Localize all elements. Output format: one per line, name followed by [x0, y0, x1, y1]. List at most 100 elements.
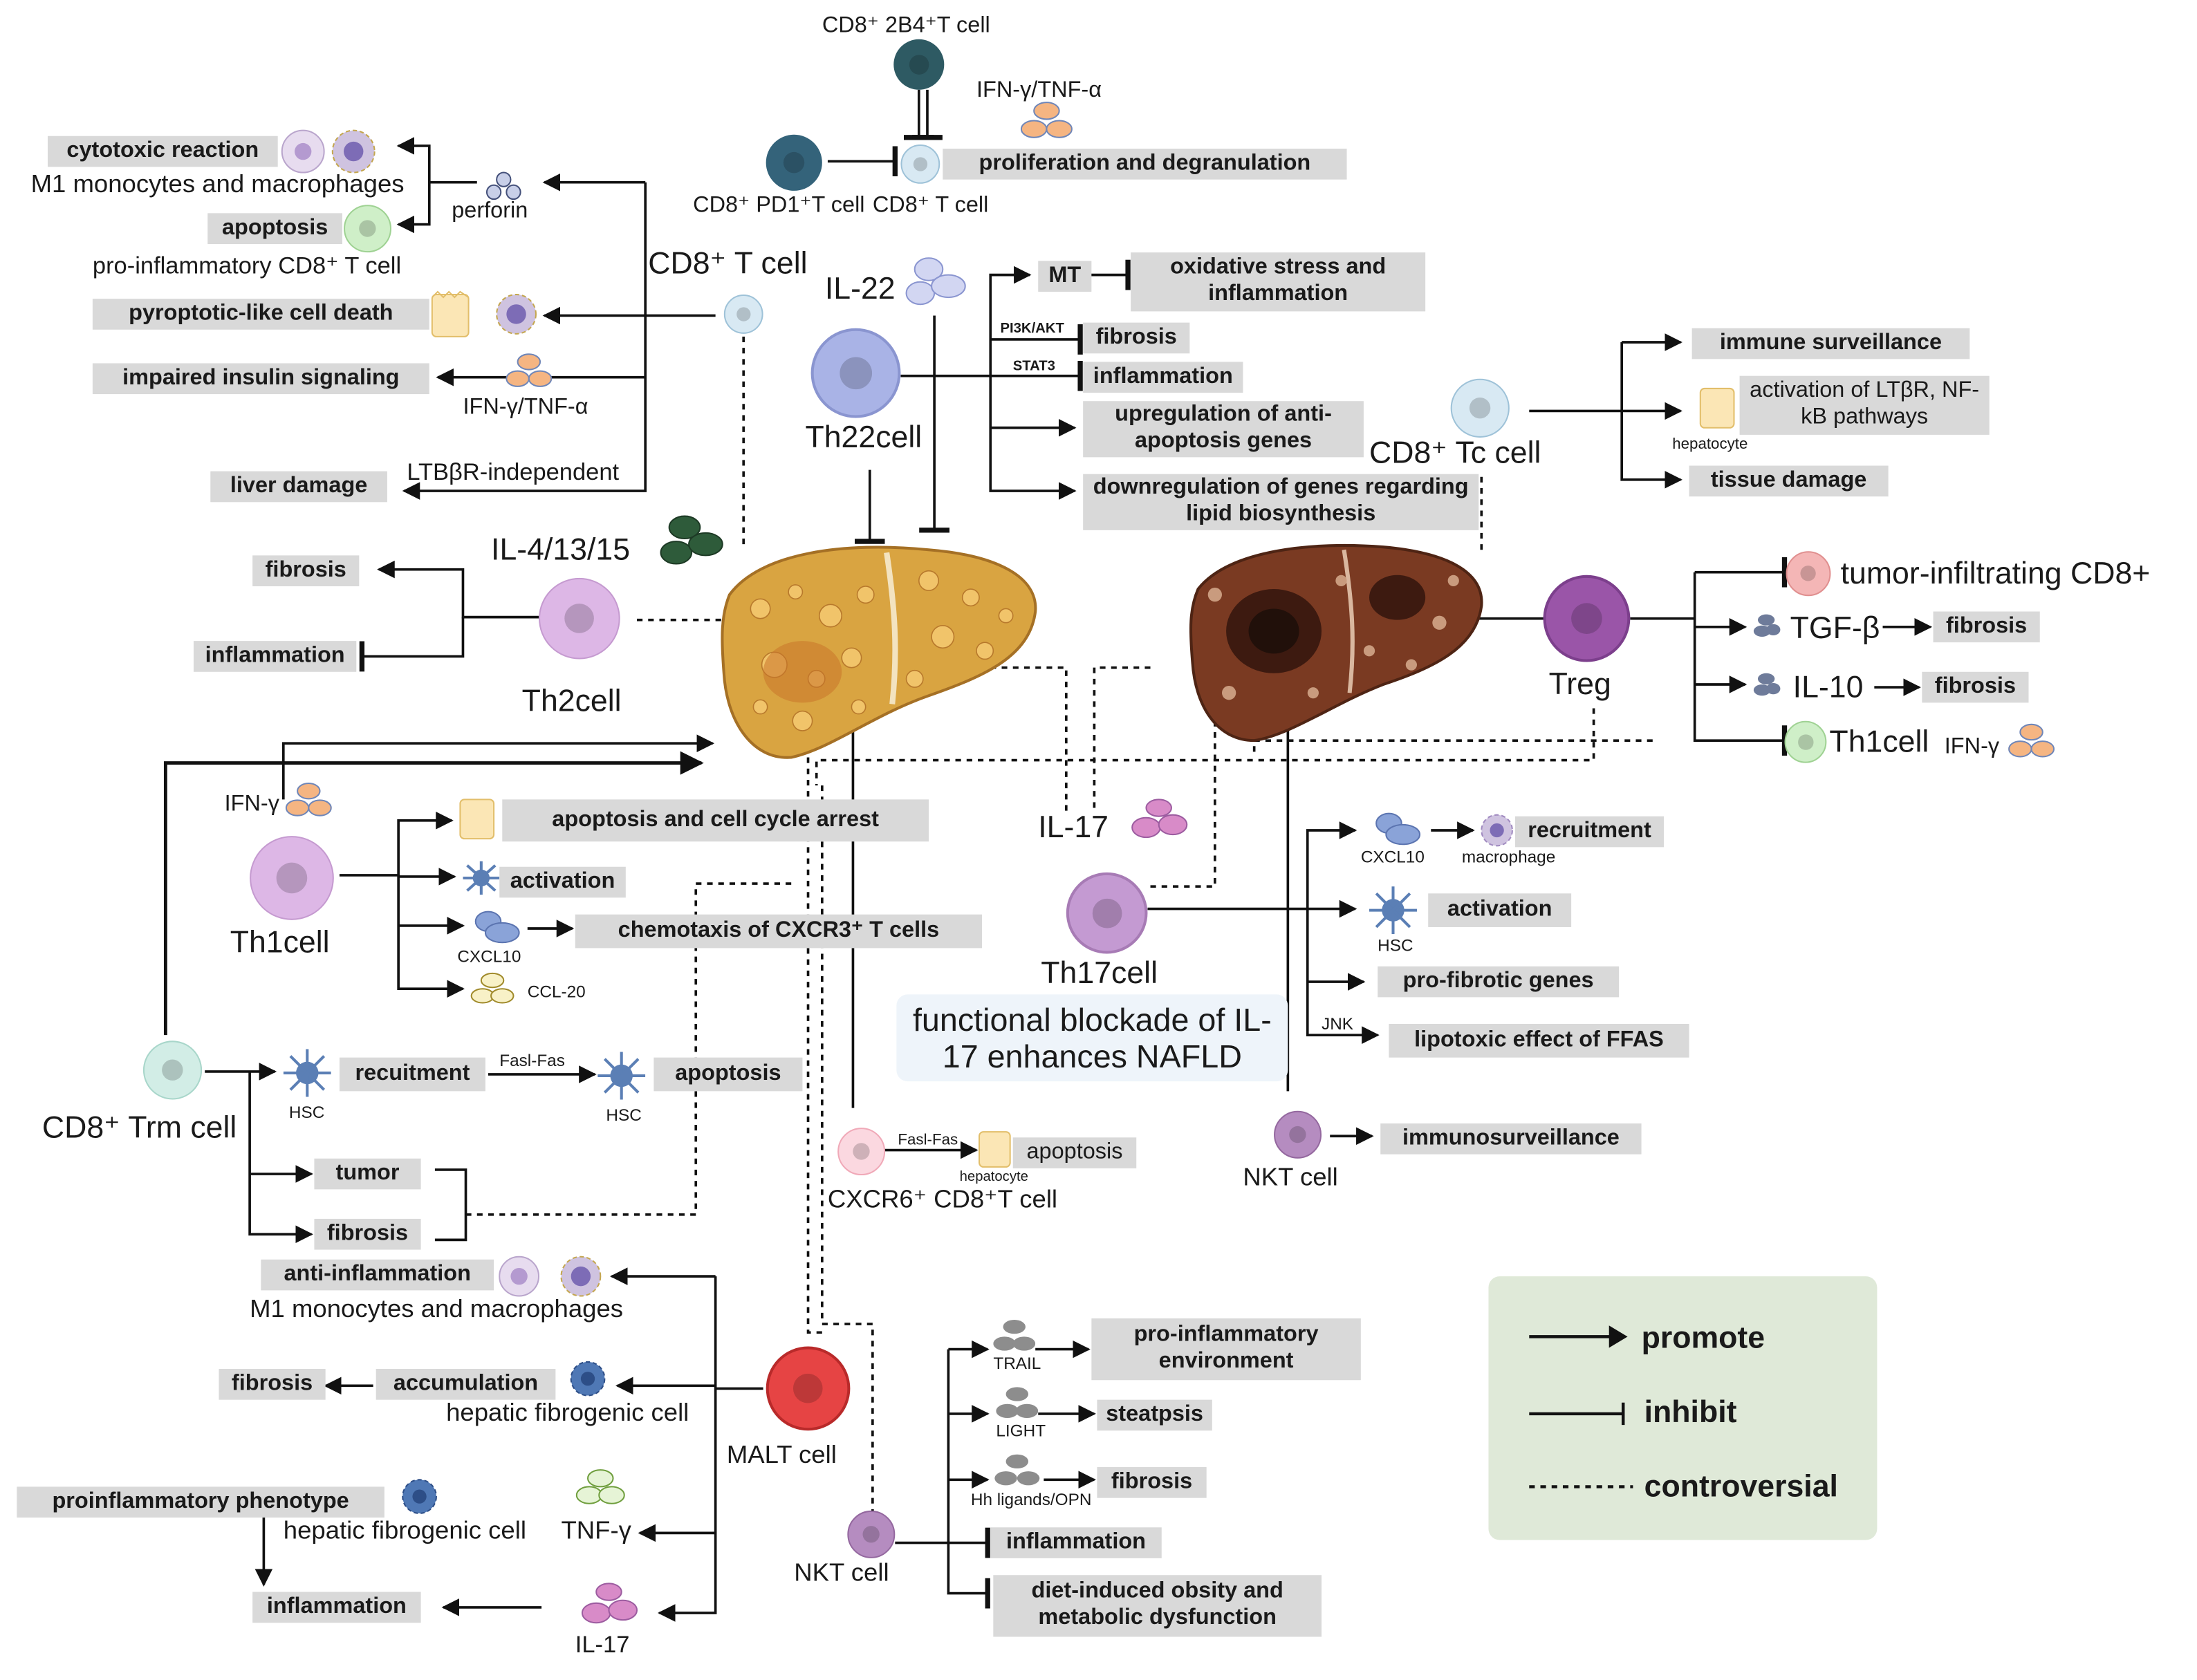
trail-icon: [993, 1320, 1036, 1351]
pro-inflammatory-cd8-icon: [344, 205, 392, 253]
label-cd8-tc: CD8⁺ Tc cell: [1369, 434, 1541, 470]
box-fibrosis-th2: fibrosis: [252, 555, 360, 586]
il-4-13-15-icon: [660, 515, 723, 565]
label-hsc-1: HSC: [288, 1102, 325, 1122]
label-hepatocyte-right: hepatocyte: [1672, 436, 1748, 454]
label-jnk: JNK: [1322, 1014, 1354, 1034]
th2-cell-icon: [539, 577, 620, 660]
label-ifn-tnf-top: IFN-γ/TNF-α: [976, 78, 1102, 103]
label-th17: Th17cell: [1041, 955, 1158, 991]
label-th1-left: Th1cell: [230, 924, 330, 960]
box-inflammation-th2: inflammation: [193, 641, 357, 672]
box-apoptosis-cycle: apoptosis and cell cycle arrest: [502, 799, 929, 842]
light-icon: [996, 1387, 1039, 1419]
box-pyroptotic: pyroptotic-like cell death: [92, 299, 429, 330]
box-upregulation: upregulation of anti-apoptosis genes: [1083, 401, 1364, 458]
il17-mid-icon: [1131, 799, 1188, 839]
box-immunosurveillance: immunosurveillance: [1380, 1123, 1642, 1155]
label-hsc-th17: HSC: [1378, 935, 1413, 955]
box-fibrosis-tgfb: fibrosis: [1933, 611, 2040, 643]
label-ifn-gamma-left: IFN-γ: [224, 792, 279, 816]
th22-cell-icon: [810, 328, 901, 418]
label-ccl20: CCL-20: [527, 982, 586, 1002]
label-cd8-t-cell: CD8⁺ T cell: [648, 245, 808, 281]
box-recuitment: recuitment: [339, 1057, 485, 1092]
label-th2: Th2cell: [521, 682, 622, 718]
cxcl10-left-icon: [474, 911, 520, 944]
ifn-tnf-top-icon: [1020, 102, 1073, 138]
label-nkt-bottom: NKT cell: [794, 1558, 889, 1587]
box-inflammation-malt: inflammation: [252, 1592, 421, 1623]
malt-cell-icon: [766, 1346, 851, 1431]
ifn-gamma-right-icon: [2008, 723, 2055, 758]
box-fibrosis-malt: fibrosis: [219, 1369, 326, 1400]
label-il10: IL-10: [1792, 669, 1864, 704]
box-inflammation-th22: inflammation: [1083, 362, 1243, 393]
label-il17-bottom: IL-17: [575, 1631, 630, 1658]
treg-cell-icon: [1543, 575, 1631, 662]
hsc-th17-icon: [1369, 886, 1417, 935]
box-chemotaxis: chemotaxis of CXCR3⁺ T cells: [575, 914, 983, 949]
hepatocyte-th1-icon: [459, 799, 495, 840]
box-oxidative: oxidative stress and inflammation: [1131, 252, 1426, 312]
cd8-2b4-t-cell-icon: [893, 39, 945, 90]
label-ifn-gamma-right: IFN-γ: [1944, 735, 2000, 759]
ifn-gamma-left-icon: [285, 783, 332, 816]
label-ltbr-independent: LTBβR-independent: [407, 458, 620, 485]
hepatocyte-right-icon: [1699, 387, 1735, 429]
label-nkt-right: NKT cell: [1243, 1162, 1338, 1191]
label-tnf-gamma: TNF-γ: [561, 1516, 631, 1544]
hsc-trm-2-icon: [597, 1052, 646, 1100]
box-apoptosis-cxcr6: apoptosis: [1012, 1137, 1137, 1168]
box-fibrosis-nkt: fibrosis: [1097, 1467, 1207, 1498]
macrophage-icon: [496, 294, 537, 335]
th1-cell-right-icon: [1784, 720, 1827, 763]
box-activation-th1: activation: [499, 866, 626, 898]
label-tumor-infiltrating: tumor-infiltrating CD8+: [1840, 555, 2151, 591]
label-il-4-13-15: IL-4/13/15: [491, 531, 631, 567]
il10-icon: [1753, 673, 1781, 696]
cxcl10-right-icon: [1375, 812, 1421, 846]
box-inflammation-nkt: inflammation: [990, 1527, 1162, 1558]
label-cd8-trm: CD8⁺ Trm cell: [41, 1109, 237, 1145]
box-fibrosis-il10: fibrosis: [1922, 671, 2029, 703]
macrophage-right-icon: [1481, 814, 1513, 847]
label-pro-inf-cd8: pro-inflammatory CD8⁺ T cell: [92, 252, 402, 279]
hepatic-fibrogenic-cell-icon: [570, 1361, 606, 1397]
cd8-pd1-t-cell-icon: [766, 134, 822, 191]
il17-bottom-icon: [581, 1583, 638, 1624]
box-diet-induced: diet-induced obsity and metabolic dysfun…: [993, 1575, 1322, 1637]
label-m1-bottom: M1 monocytes and macrophages: [250, 1294, 624, 1323]
label-cd8-pd1: CD8⁺ PD1⁺T cell: [693, 193, 865, 218]
tumor-liver-icon: [1189, 543, 1483, 743]
label-fasl-fas-2: Fasl-Fas: [898, 1132, 958, 1149]
tgf-beta-icon: [1753, 614, 1781, 637]
box-liver-damage: liver damage: [210, 471, 387, 503]
box-profibrotic: pro-fibrotic genes: [1378, 966, 1620, 998]
box-cytotoxic: cytotoxic reaction: [47, 136, 278, 167]
label-perforin: perforin: [452, 199, 528, 223]
label-pi3k: PI3K/AKT: [1000, 321, 1064, 337]
box-proliferation: proliferation and degranulation: [943, 149, 1347, 180]
box-mt: MT: [1038, 261, 1092, 292]
legend-promote: promote: [1641, 1320, 1765, 1355]
label-th22: Th22cell: [805, 419, 923, 455]
ccl20-icon: [470, 972, 515, 1004]
box-proinflammatory-phenotype: proinflammatory phenotype: [17, 1486, 384, 1518]
legend-controversial: controversial: [1644, 1468, 1838, 1504]
label-malt: MALT cell: [726, 1440, 837, 1469]
th1-cell-left-icon: [250, 836, 334, 920]
cxcr6-cd8-t-cell-icon: [837, 1128, 886, 1176]
label-cxcl10-right: CXCL10: [1360, 847, 1425, 867]
box-tumor: tumor: [314, 1158, 421, 1190]
hepatocyte-cxcr6-icon: [979, 1131, 1011, 1168]
m1-macrophage-bottom-icon: [499, 1256, 602, 1297]
il22-icon: [905, 257, 966, 306]
label-cxcr6: CXCR6⁺ CD8⁺T cell: [827, 1185, 1058, 1213]
cd8-trm-cell-icon: [142, 1040, 203, 1100]
m1-macrophage-icon: [281, 129, 376, 174]
hh-ligands-icon: [994, 1454, 1040, 1486]
box-activation-th17: activation: [1428, 893, 1572, 927]
hepatic-fibrogenic-cell-2-icon: [402, 1479, 437, 1514]
hsc-th1-icon: [463, 861, 500, 895]
